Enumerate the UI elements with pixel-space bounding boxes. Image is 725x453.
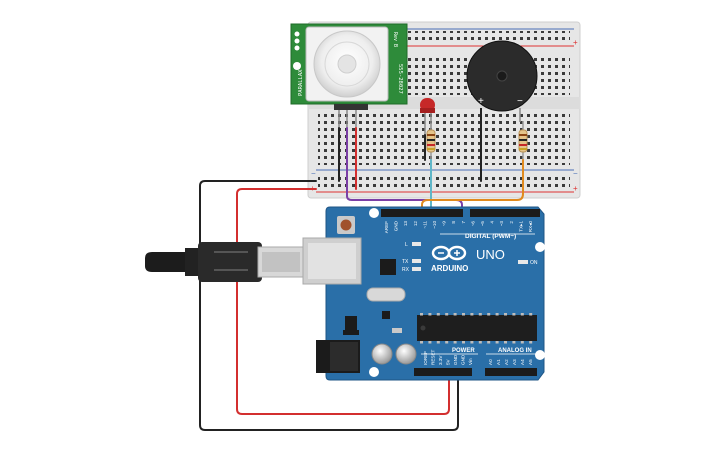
digital-header[interactable]: [381, 209, 463, 217]
pin-label: ~10: [432, 221, 437, 229]
rail-minus-label-left: −: [311, 169, 316, 178]
arduino-uno[interactable]: AREF GND 13 12 ~11 ~10 ~9 8 7 ~6 ~5 4 ~3 2 TX▸1 RX◂0 DI…: [302, 206, 545, 381]
pin-label: A3: [512, 359, 517, 365]
pin-label: 3.3V: [438, 355, 443, 365]
top-pin-labels: AREF GND 13 12 ~11 ~10 ~9 8 7 ~6 ~5 4 ~3 2 TX▸1 RX◂0: [384, 220, 533, 233]
pin-label: IOREF: [423, 351, 428, 365]
pin-label: 8: [451, 221, 456, 224]
pir-brand-label: PARALLAX: [298, 69, 304, 96]
wire-pir-signal-purple[interactable]: [346, 127, 463, 215]
power-header-label: POWER: [452, 348, 475, 354]
pin-label: A4: [520, 359, 525, 365]
pin-label: GND: [453, 354, 458, 365]
wire-ground-black[interactable]: [199, 180, 459, 431]
led-on-label: ON: [530, 260, 538, 266]
wires: [199, 127, 524, 431]
pin-label: 2: [509, 221, 514, 224]
pin-label: ~9: [442, 221, 447, 227]
pin-label: TX▸1: [518, 221, 523, 232]
pin-label: 4: [490, 221, 495, 224]
pin-label: 13: [403, 221, 408, 227]
rail-minus-label-bottom: −: [573, 169, 578, 178]
resistor-led[interactable]: [426, 123, 436, 160]
model-label: UNO: [476, 247, 505, 262]
analog-header[interactable]: [485, 368, 537, 376]
pin-label: A5: [528, 359, 533, 365]
rail-plus-label-top: +: [573, 38, 578, 47]
brand-label: ARDUINO: [431, 264, 468, 273]
pin-label: 5V: [446, 358, 451, 365]
digital-header-right[interactable]: [470, 209, 540, 217]
red-led[interactable]: [420, 98, 435, 135]
pin-label: ~5: [480, 221, 485, 227]
analog-header-label: ANALOG IN: [498, 348, 532, 354]
pin-label: RX◂0: [528, 221, 533, 233]
rail-plus-label-bottom: +: [573, 184, 578, 193]
pir-sensor[interactable]: PARALLAX Rev B 555-28027: [290, 23, 408, 128]
pir-rev-label: Rev B: [392, 32, 398, 47]
pin-label: RESET: [431, 349, 436, 365]
buzzer-plus-label: +: [478, 96, 484, 107]
pin-label: AREF: [384, 221, 389, 233]
arduino-infinity-logo: [431, 245, 467, 261]
pin-label: 7: [461, 221, 466, 224]
usb-cable[interactable]: [145, 242, 305, 282]
pin-label: A0: [488, 359, 493, 365]
pin-label: ~6: [470, 221, 475, 227]
digital-header-label: DIGITAL (PWM~): [465, 233, 516, 240]
resistor-buzzer[interactable]: [518, 121, 528, 160]
piezo-buzzer[interactable]: + −: [466, 40, 538, 180]
pin-label: ~3: [499, 221, 504, 227]
atmega-chip: [417, 315, 537, 341]
pin-label: A1: [496, 359, 501, 365]
pin-label: ~11: [422, 221, 427, 229]
led-rx-label: RX: [402, 267, 410, 273]
wire-5v-red[interactable]: [236, 188, 450, 415]
pin-label: 12: [413, 221, 418, 227]
power-header[interactable]: [414, 368, 472, 376]
buzzer-minus-label: −: [517, 96, 523, 107]
pir-part-number: 555-28027: [397, 64, 403, 94]
pin-label: GND: [394, 220, 399, 231]
pin-label: Vin: [468, 358, 473, 365]
pin-label: GND: [461, 354, 466, 365]
led-tx-label: TX: [402, 259, 409, 265]
pin-label: A2: [504, 359, 509, 365]
led-l-label: L: [405, 242, 408, 248]
wire-buzzer-orange[interactable]: [421, 159, 524, 215]
